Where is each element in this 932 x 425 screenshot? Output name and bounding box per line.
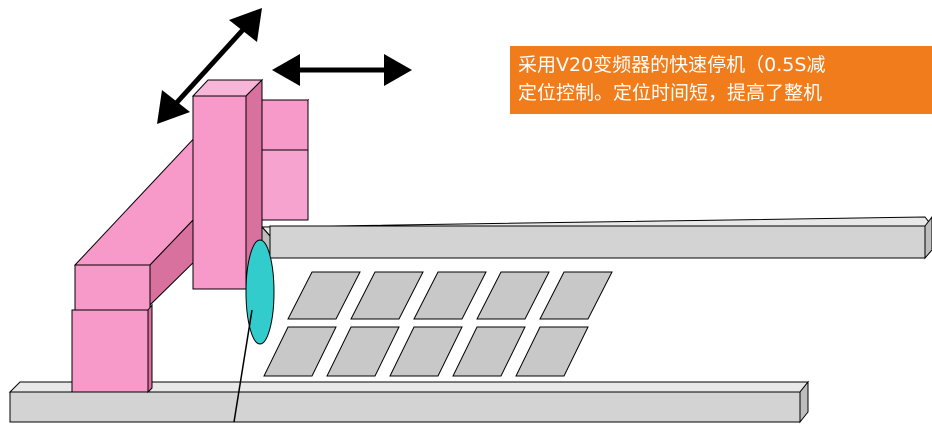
annotation-callout: 采用V20变频器的快速停机（0.5S减 定位控制。定位时间短，提高了整机	[510, 46, 932, 114]
workpiece-tile	[389, 326, 463, 377]
workpiece-tile	[350, 271, 424, 320]
workpiece-grid	[263, 271, 613, 377]
workpiece-tile	[413, 271, 487, 320]
sensor-head	[233, 239, 275, 423]
gantry-left-leg	[71, 264, 153, 394]
back-rail	[260, 216, 932, 260]
callout-line-1: 采用V20变频器的快速停机（0.5S减	[518, 54, 826, 76]
gantry-column	[191, 78, 264, 291]
workpiece-tile	[287, 271, 361, 320]
double-arrow-diagonal-icon	[157, 8, 262, 124]
workpiece-tile	[263, 326, 337, 377]
front-rail	[8, 380, 810, 424]
workpiece-tile	[476, 271, 550, 320]
workpiece-tile	[515, 326, 589, 377]
workpiece-tile	[539, 271, 613, 320]
double-arrow-horizontal-icon	[272, 54, 412, 86]
workpiece-tile	[326, 326, 400, 377]
callout-line-2: 定位控制。定位时间短，提高了整机	[518, 82, 823, 104]
workpiece-tile	[452, 326, 526, 377]
